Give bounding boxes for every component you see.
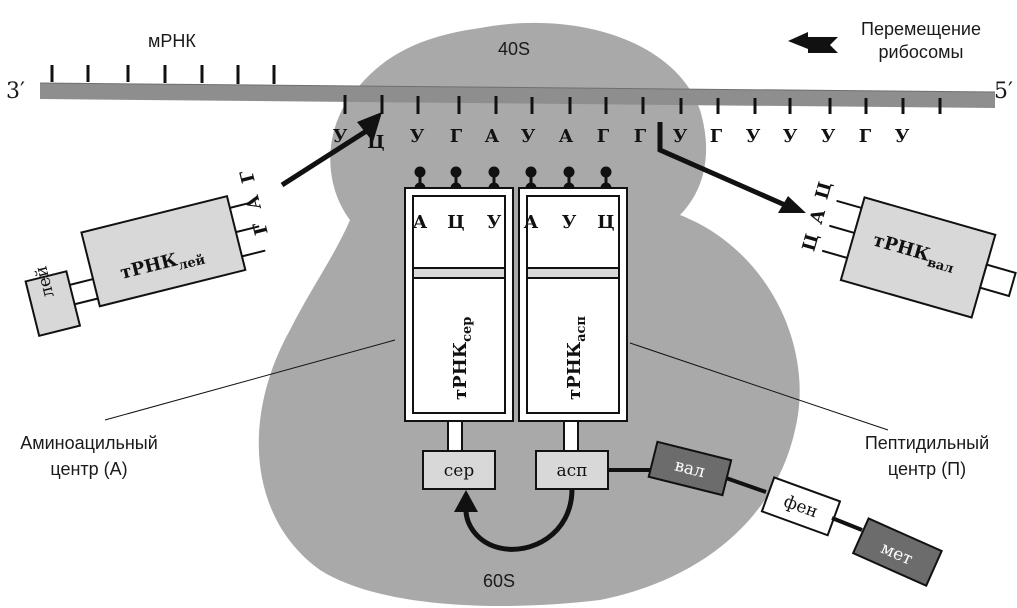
anticodon-letter: А — [523, 212, 539, 233]
anticodon-letter: А — [412, 212, 428, 233]
trna-leu — [24, 194, 266, 337]
arrow-incoming — [280, 112, 382, 188]
codon-letter: Г — [596, 126, 610, 147]
trna-leu-sub: лей — [177, 252, 207, 273]
three-prime-end: 3′ — [6, 79, 25, 104]
svg-text:тРНКсер: тРНКсер — [450, 317, 475, 400]
codon-letter: У — [520, 126, 536, 147]
five-prime-end: 5′ — [994, 79, 1013, 104]
asp-box — [535, 450, 609, 490]
ser-box — [422, 450, 496, 490]
anticodon-letter: У — [486, 212, 502, 233]
trna-asp-sub: асп — [574, 316, 589, 342]
aa-asp-label: асп — [557, 461, 588, 481]
peptide-chain — [608, 440, 943, 588]
trna-asp — [518, 187, 628, 452]
codon-letter: У — [332, 126, 348, 147]
direction-arrow-icon — [788, 32, 838, 53]
codon-letter: Г — [449, 126, 463, 147]
codon-letter: У — [894, 126, 910, 147]
anticodon-letter: Ц — [447, 212, 465, 233]
anticodon-letter: Ц — [597, 212, 615, 233]
aminoacyl-leader-line — [104, 339, 396, 421]
peptidyl-leader-line — [629, 342, 889, 431]
codon-letter: У — [820, 126, 836, 147]
movement-label: Перемещение рибосомы — [861, 19, 981, 62]
svg-text:тРНКасп: тРНКасп — [564, 316, 589, 400]
codon-letter: У — [745, 126, 761, 147]
aminoacyl-center-label: Аминоацильный центр (А) — [20, 433, 158, 479]
subunit-40s-label: 40S — [498, 39, 531, 59]
codon-letter: Ц — [367, 132, 385, 153]
trna-ser-name: тРНК — [450, 341, 471, 400]
trna-val — [821, 196, 1017, 319]
trna-ser — [404, 187, 514, 452]
mrna-strand — [39, 65, 996, 114]
codon-letter: А — [558, 126, 574, 147]
peptide-transfer-arrow — [454, 488, 575, 552]
aa-ser-label: сер — [444, 461, 475, 481]
codon-letter: У — [782, 126, 798, 147]
codon-letter: Г — [858, 126, 872, 147]
subunit-60s-label: 60S — [483, 571, 516, 591]
codon-letter: У — [672, 126, 688, 147]
trna-val-sub: вал — [925, 255, 955, 277]
peptidyl-center-label: Пептидильный центр (П) — [864, 433, 990, 479]
trna-asp-name: тРНК — [564, 341, 585, 400]
codon-letter: Г — [633, 126, 647, 147]
codon-letter: А — [484, 126, 500, 147]
codon-letter: Г — [709, 126, 723, 147]
anticodon-letter: У — [561, 212, 577, 233]
mrna-label: мРНК — [148, 31, 196, 51]
trna-ser-sub: сер — [460, 317, 475, 342]
arrow-outgoing — [657, 122, 806, 213]
codon-letter: У — [409, 126, 425, 147]
